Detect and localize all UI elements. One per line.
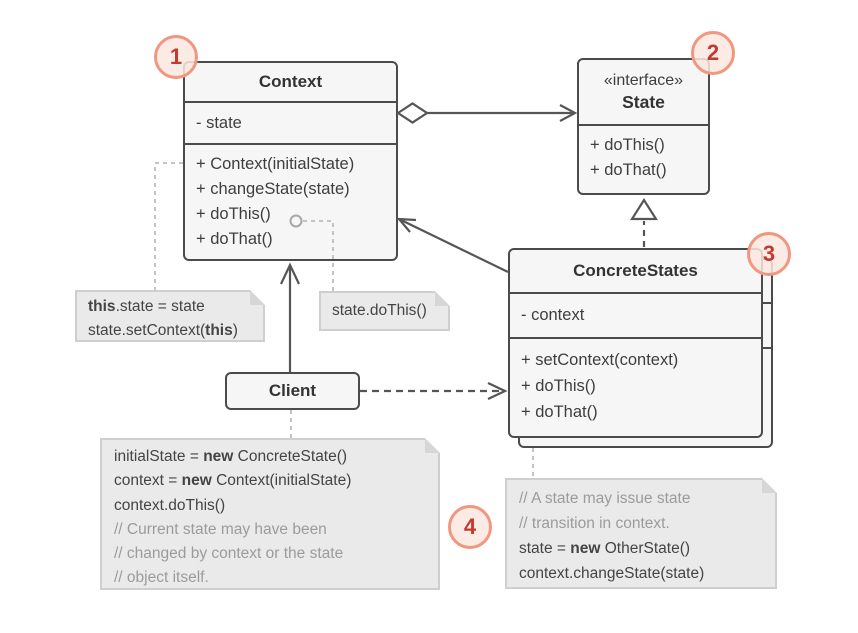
method-item: + doThat() xyxy=(196,230,273,248)
note-line: // object itself. xyxy=(114,569,209,587)
aggregation-context-state xyxy=(395,102,578,124)
method-item: + setContext(context) xyxy=(521,351,679,369)
class-name-concrete-states: ConcreteStates xyxy=(510,250,761,294)
note-line: // A state may issue state xyxy=(519,490,691,507)
note-line: this.state = state xyxy=(88,298,205,315)
note-set-state: this.state = state state.setContext(this… xyxy=(75,290,265,342)
open-arrowhead xyxy=(280,262,300,285)
note-client-code: initialState = new ConcreteState() conte… xyxy=(100,438,440,590)
note-connector-set-state xyxy=(154,162,183,290)
note-line: context.changeState(state) xyxy=(519,565,705,582)
marker-badge-2: 2 xyxy=(691,31,735,75)
note-delegate: state.doThis() xyxy=(319,291,450,331)
note-line: initialState = new ConcreteState() xyxy=(114,448,348,465)
method-item: + doThat() xyxy=(590,161,667,179)
class-name-context: Context xyxy=(185,63,396,103)
note-line: context.doThis() xyxy=(114,496,226,514)
association-concretestates-context xyxy=(396,217,509,273)
open-arrowhead xyxy=(559,104,578,122)
class-box-concrete-states: ConcreteStates - context + setContext(co… xyxy=(508,248,763,438)
note-line: state.doThis() xyxy=(332,302,427,319)
note-line: // transition in context. xyxy=(519,515,670,532)
class-box-state: «interface» State + doThis() + doThat() xyxy=(577,58,710,195)
marker-badge-4: 4 xyxy=(448,505,492,549)
open-arrowhead xyxy=(487,382,508,400)
attribute-item: - state xyxy=(196,113,242,132)
method-item: + doThis() xyxy=(590,136,665,154)
client-box: Client xyxy=(225,372,360,410)
open-arrowhead xyxy=(396,217,417,233)
class-box-context: Context - state + Context(initialState) … xyxy=(183,61,398,261)
method-item: + changeState(state) xyxy=(196,180,350,198)
method-item: + doThis() xyxy=(521,377,596,395)
attribute-item: - context xyxy=(521,306,585,324)
realization-triangle xyxy=(630,197,658,221)
client-label: Client xyxy=(268,381,317,400)
note-line: // changed by context or the state xyxy=(114,545,344,563)
association-client-context xyxy=(280,262,300,372)
method-item: + doThat() xyxy=(521,403,598,421)
dependency-client-concretestates xyxy=(360,382,508,400)
marker-badge-1: 1 xyxy=(154,35,198,79)
method-item: + doThis() xyxy=(196,205,271,223)
note-line: // Current state may have been xyxy=(114,520,327,538)
note-line: state = new OtherState() xyxy=(519,540,691,557)
stereotype-label: «interface» xyxy=(603,72,684,89)
note-line: state.setContext(this) xyxy=(88,321,238,339)
note-line: context = new Context(initialState) xyxy=(114,472,352,490)
note-transition: // A state may issue state // transition… xyxy=(505,478,777,589)
realization-concretestates-state xyxy=(630,197,658,247)
class-name-state: State xyxy=(622,92,665,112)
method-item: + Context(initialState) xyxy=(196,155,355,173)
marker-badge-3: 3 xyxy=(747,232,791,276)
aggregation-diamond xyxy=(395,102,430,124)
